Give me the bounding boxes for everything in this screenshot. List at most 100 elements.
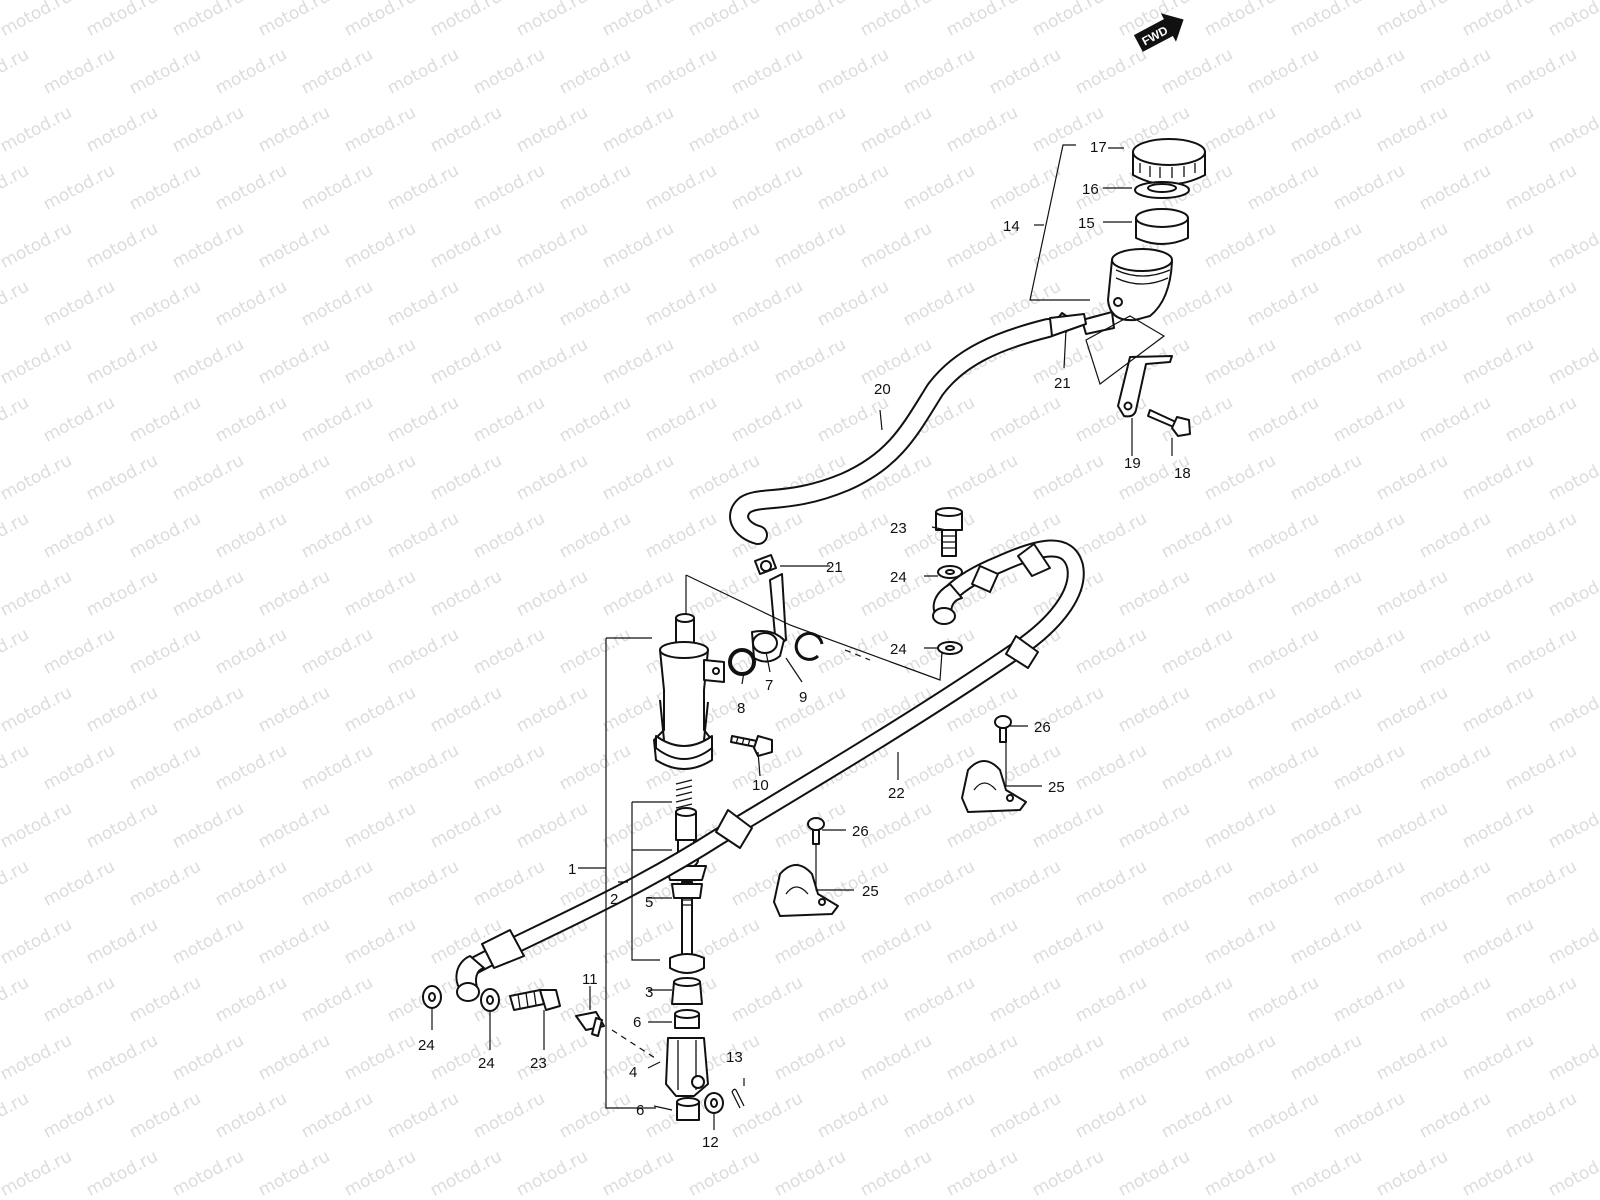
inlet-circlip [794,631,824,661]
watermark-text: motod.ru [1502,509,1580,563]
watermark-text: motod.ru [857,1031,935,1085]
watermark-text: motod.ru [1029,915,1107,969]
watermark-text: motod.ru [0,1147,75,1200]
watermark-text: motod.ru [298,625,376,679]
watermark-text: motod.ru [0,335,75,389]
watermark-text: motod.ru [728,45,806,99]
watermark-text: motod.ru [1029,219,1107,273]
watermark-text: motod.ru [986,45,1064,99]
master-cylinder-body [653,613,725,770]
watermark-text: motod.ru [255,219,333,273]
sealing-washer-d [480,988,500,1012]
callout-26-upper: 26 [1034,719,1051,736]
watermark-text: motod.ru [427,1147,505,1200]
leader-lines [431,144,1173,1130]
watermark-text: motod.ru [556,625,634,679]
watermark-text: motod.ru [599,1147,677,1200]
watermark-text: motod.ru [126,161,204,215]
callout-11: 11 [582,971,598,988]
watermark-text: motod.ru [40,509,118,563]
watermark-text: motod.ru [212,857,290,911]
watermark-text: motod.ru [470,277,548,331]
watermark-text: motod.ru [341,683,419,737]
watermark-text: motod.ru [1330,393,1408,447]
watermark-text: motod.ru [1115,799,1193,853]
watermark-text: motod.ru [341,1031,419,1085]
watermark-text: motod.ru [1502,45,1580,99]
watermark-text: motod.ru [1373,335,1451,389]
watermark-text: motod.ru [1244,625,1322,679]
watermark-text: motod.ru [1330,509,1408,563]
watermark-text: motod.ru [1545,103,1600,157]
watermark-text: motod.ru [427,103,505,157]
watermark-text: motod.ru [384,741,462,795]
watermark-text: motod.ru [1201,1147,1279,1200]
watermark-text: motod.ru [986,393,1064,447]
watermark-text: motod.ru [728,277,806,331]
watermark-text: motod.ru [900,161,978,215]
watermark-text: motod.ru [126,277,204,331]
watermark-text: motod.ru [599,0,677,41]
watermark-text: motod.ru [0,1031,75,1085]
watermark-text: motod.ru [814,1089,892,1143]
watermark-text: motod.ru [384,45,462,99]
watermark-text: motod.ru [857,219,935,273]
watermark-text: motod.ru [1115,915,1193,969]
watermark-text: motod.ru [685,0,763,41]
callout-labels: 1 2 3 4 5 6 6 7 8 9 10 11 12 13 14 15 16… [418,139,1191,1151]
watermark-text: motod.ru [0,103,75,157]
watermark-text: motod.ru [0,509,32,563]
watermark-text: motod.ru [1115,567,1193,621]
watermark-text: motod.ru [1201,219,1279,273]
watermark-text: motod.ru [169,683,247,737]
watermark-text: motod.ru [1416,509,1494,563]
watermark-text: motod.ru [900,45,978,99]
watermark-text: motod.ru [212,161,290,215]
watermark-text: motod.ru [341,103,419,157]
watermark-text: motod.ru [1244,857,1322,911]
watermark-text: motod.ru [470,625,548,679]
watermark-text: motod.ru [427,683,505,737]
watermark-text: motod.ru [1244,741,1322,795]
callout-14: 14 [1003,218,1020,235]
reservoir-plate [1134,181,1190,199]
watermark-text: motod.ru [1287,335,1365,389]
watermark-text: motod.ru [341,799,419,853]
watermark-text: motod.ru [599,799,677,853]
lock-nut-upper [674,1009,700,1029]
watermark-text: motod.ru [1158,1089,1236,1143]
banjo-bolt-lower [509,989,561,1011]
watermark-text: motod.ru [212,393,290,447]
watermark-text: motod.ru [1287,799,1365,853]
watermark-text: motod.ru [1373,683,1451,737]
watermark-text: motod.ru [513,1031,591,1085]
watermark-text: motod.ru [814,277,892,331]
watermark-text: motod.ru [1201,103,1279,157]
callout-18: 18 [1174,465,1191,482]
watermark-text: motod.ru [642,161,720,215]
watermark-text: motod.ru [0,683,75,737]
watermark-text: motod.ru [1459,1147,1537,1200]
watermark-text: motod.ru [169,1147,247,1200]
watermark-text: motod.ru [1158,625,1236,679]
watermark-text: motod.ru [255,683,333,737]
watermark-text: motod.ru [1158,741,1236,795]
watermark-text: motod.ru [83,799,161,853]
watermark-text: motod.ru [513,0,591,41]
watermark-text: motod.ru [470,741,548,795]
watermark-text: motod.ru [513,683,591,737]
watermark-text: motod.ru [427,567,505,621]
watermark-text: motod.ru [298,857,376,911]
watermark-text: motod.ru [1545,0,1600,41]
watermark-text: motod.ru [427,451,505,505]
watermark-text: motod.ru [0,451,75,505]
callout-23-upper: 23 [890,520,907,537]
watermark-text: motod.ru [83,335,161,389]
watermark-text: motod.ru [814,161,892,215]
watermark-text: motod.ru [1072,509,1150,563]
watermark-text: motod.ru [169,567,247,621]
watermark-text: motod.ru [1502,393,1580,447]
watermark-text: motod.ru [341,567,419,621]
watermark-text: motod.ru [1459,103,1537,157]
watermark-text: motod.ru [814,625,892,679]
